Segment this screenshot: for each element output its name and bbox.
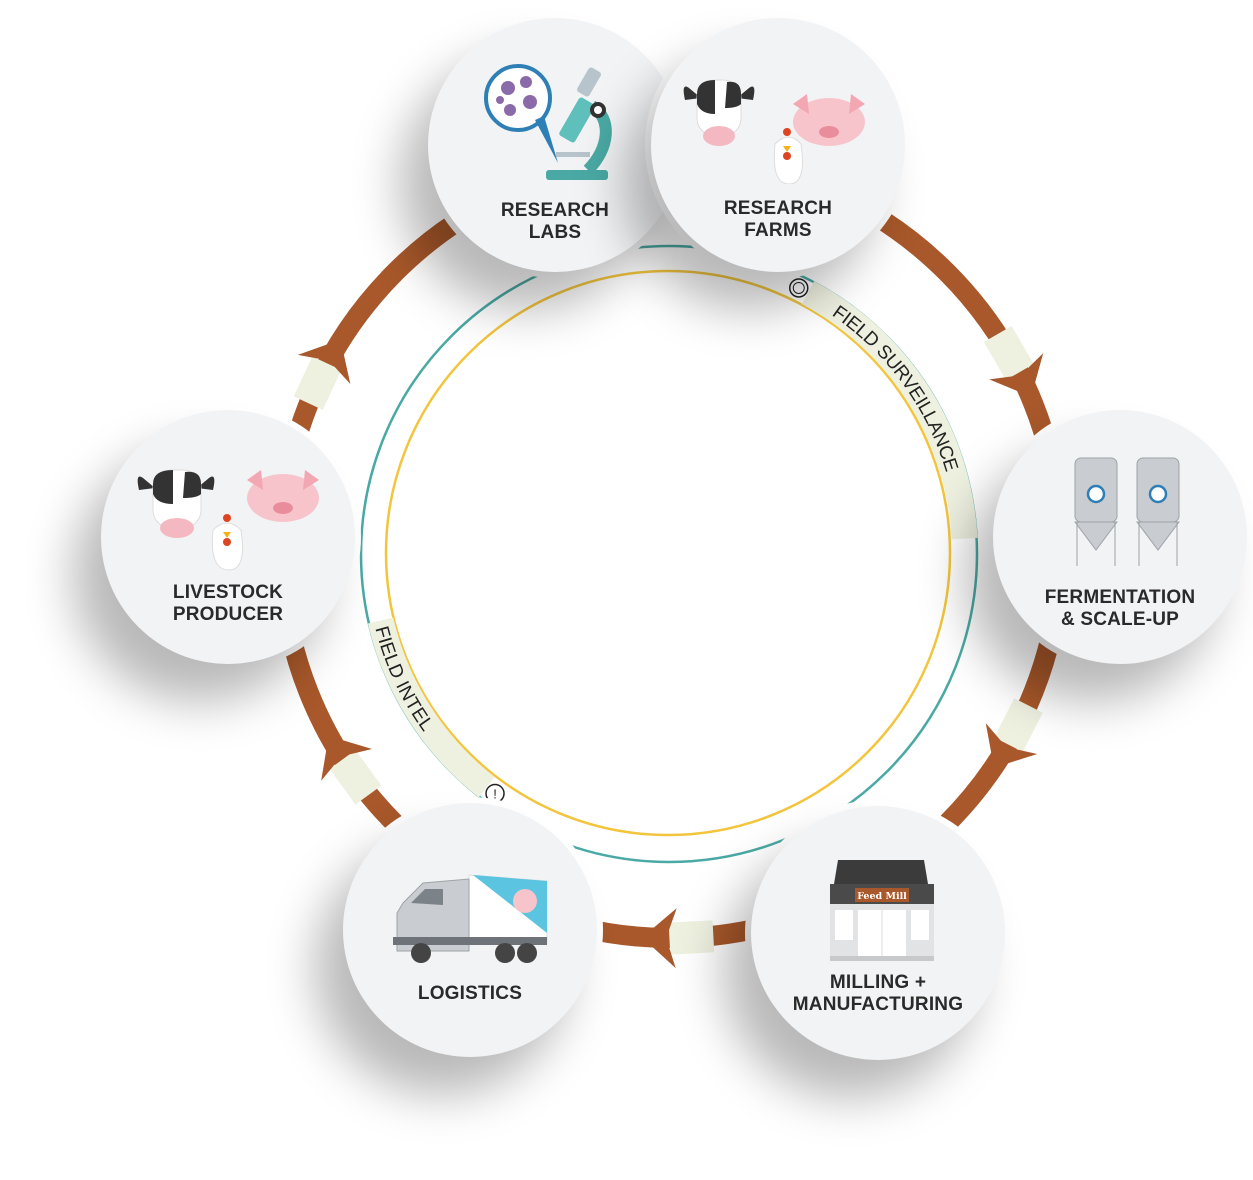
field-surveillance-label: FIELD SURVEILLANCE xyxy=(828,302,961,474)
arrow-label-patch xyxy=(329,750,382,805)
field-intel-label-text: FIELD INTEL xyxy=(370,624,437,735)
node-milling: Feed Mill MILLING +MANUFACTURING xyxy=(751,806,1005,1060)
label-line: FARMS xyxy=(744,220,812,241)
label-line: FERMENTATION xyxy=(1044,587,1196,608)
svg-text:!: ! xyxy=(493,786,497,801)
arrowhead xyxy=(321,736,373,781)
sensor-icon xyxy=(789,278,809,298)
arrow-label-patch xyxy=(668,920,715,955)
node-label: FERMENTATION& SCALE-UP xyxy=(993,587,1247,631)
arrow-label-patch xyxy=(994,698,1043,752)
feed-mill-icon: Feed Mill xyxy=(830,860,934,961)
label-line: LIVESTOCK xyxy=(172,582,284,603)
label-line: LOGISTICS xyxy=(417,983,523,1004)
node-logistics: LOGISTICS xyxy=(343,803,597,1057)
farm-animals-icon xyxy=(683,79,865,184)
label-line: MANUFACTURING xyxy=(792,994,964,1015)
pig-icon xyxy=(793,94,865,146)
label-line: & SCALE-UP xyxy=(1060,609,1180,630)
node-label: MILLING +MANUFACTURING xyxy=(751,972,1005,1016)
arrowhead xyxy=(989,353,1044,397)
surveillance-label-bg xyxy=(808,293,965,539)
fermentation-tanks-icon xyxy=(1074,457,1180,566)
label-line: RESEARCH xyxy=(723,198,833,219)
cow-icon xyxy=(137,469,215,538)
truck-icon xyxy=(393,874,548,963)
chicken-icon xyxy=(773,128,803,184)
arrow-label-patch xyxy=(293,356,342,410)
arrowhead xyxy=(297,339,351,384)
teal-circle xyxy=(359,244,979,864)
arrow-ring-track xyxy=(271,148,1071,948)
chicken-icon xyxy=(211,514,243,571)
node-fermentation: FERMENTATION& SCALE-UP xyxy=(993,410,1247,664)
cow-icon xyxy=(683,79,755,146)
arrowhead xyxy=(985,723,1038,768)
alert-icon: ! xyxy=(485,783,505,804)
arrowhead xyxy=(642,908,677,969)
node-label: LOGISTICS xyxy=(343,983,597,1005)
pig-icon xyxy=(247,470,319,522)
arrow-label-patch xyxy=(983,325,1034,381)
yellow-circle xyxy=(384,269,952,837)
label-line: MILLING + xyxy=(829,972,927,993)
label-line: RESEARCH xyxy=(500,200,610,221)
feed-mill-sign: Feed Mill xyxy=(857,891,907,902)
microscope-virus-icon xyxy=(484,64,612,180)
field-intel-label: FIELD INTEL xyxy=(370,624,437,735)
label-line: PRODUCER xyxy=(172,604,284,625)
field-surveillance-label-text: FIELD SURVEILLANCE xyxy=(828,302,961,474)
livestock-animals-icon xyxy=(137,469,319,571)
label-line: LABS xyxy=(528,222,582,243)
